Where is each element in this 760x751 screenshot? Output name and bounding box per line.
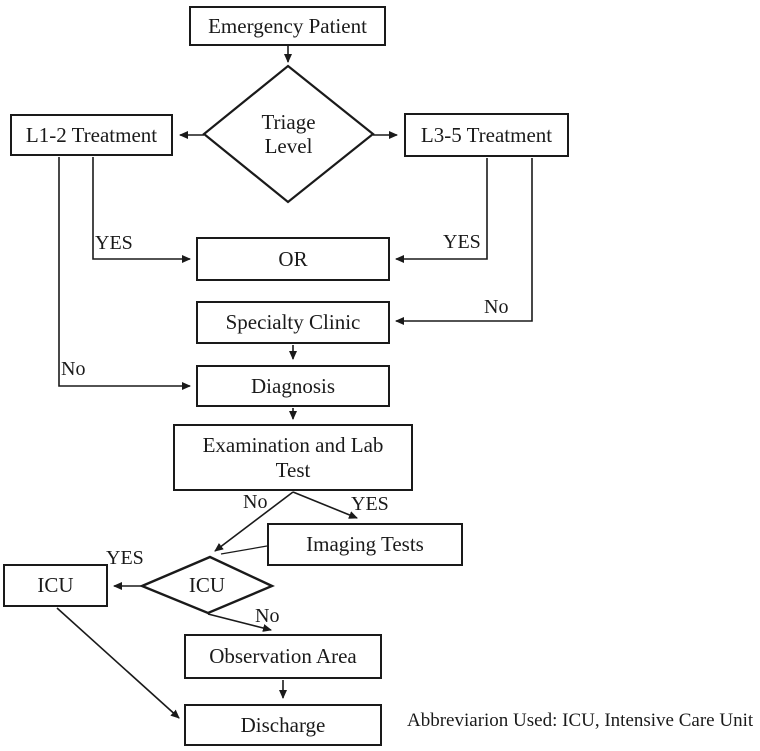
triage-level-diamond-label: Triage Level: [204, 66, 373, 202]
node-observation-area: Observation Area: [184, 634, 382, 679]
node-label: L1-2 Treatment: [25, 122, 158, 147]
edge-l12-no-to-diagnosis: [58, 157, 191, 390]
node-label: Discharge: [240, 712, 326, 737]
edge-exam-no-to-icu-diamond: [214, 491, 294, 552]
node-icu-unit: ICU: [3, 564, 108, 607]
node-diagnosis: Diagnosis: [196, 365, 390, 407]
node-label: Imaging Tests: [306, 532, 424, 557]
node-examination-lab-test: Examination and Lab Test: [173, 424, 413, 491]
edge-label-l12-yes: YES: [95, 232, 133, 254]
node-specialty-clinic: Specialty Clinic: [196, 301, 390, 344]
node-label: L3-5 Treatment: [420, 122, 553, 147]
edge-label-icu-no: No: [255, 605, 280, 627]
node-emergency-patient: Emergency Patient: [189, 6, 386, 46]
edge-label-icu-yes: YES: [106, 547, 144, 569]
edge-l35-no-to-specialty: [395, 158, 533, 325]
node-label: ICU: [37, 573, 74, 598]
icu-decision-diamond: [138, 555, 275, 615]
node-label: Emergency Patient: [208, 13, 367, 38]
abbreviation-note: Abbreviarion Used: ICU, Intensive Care U…: [407, 710, 754, 731]
node-operating-room: OR: [196, 237, 390, 281]
edge-label-exam-no: No: [243, 491, 268, 513]
node-label: ICU: [188, 572, 226, 597]
edge-l12-yes-to-or: [92, 157, 191, 263]
edge-l35-yes-to-or: [395, 158, 488, 263]
edge-icu-box-to-discharge: [56, 607, 180, 719]
icu-decision-diamond-label: ICU: [142, 557, 272, 613]
edge-imaging-to-icu-diamond: [220, 545, 268, 555]
node-label: Specialty Clinic: [225, 310, 361, 335]
edge-label-exam-yes: YES: [351, 493, 389, 515]
node-l35-treatment: L3-5 Treatment: [404, 113, 569, 157]
node-label: Observation Area: [209, 644, 357, 669]
node-label: Diagnosis: [251, 373, 335, 398]
node-label: OR: [278, 246, 308, 271]
edge-label-l12-no: No: [61, 358, 86, 380]
edge-label-l35-yes: YES: [443, 231, 481, 253]
node-imaging-tests: Imaging Tests: [267, 523, 463, 566]
node-label: Examination and Lab Test: [202, 433, 384, 482]
node-discharge: Discharge: [184, 704, 382, 746]
triage-level-diamond: [202, 64, 375, 204]
edge-label-l35-no: No: [484, 296, 509, 318]
edge-exam-yes-to-imaging: [292, 491, 358, 519]
edge-icu-no-to-observation: [207, 613, 272, 632]
node-l12-treatment: L1-2 Treatment: [10, 114, 173, 156]
node-label: Triage Level: [261, 109, 316, 158]
